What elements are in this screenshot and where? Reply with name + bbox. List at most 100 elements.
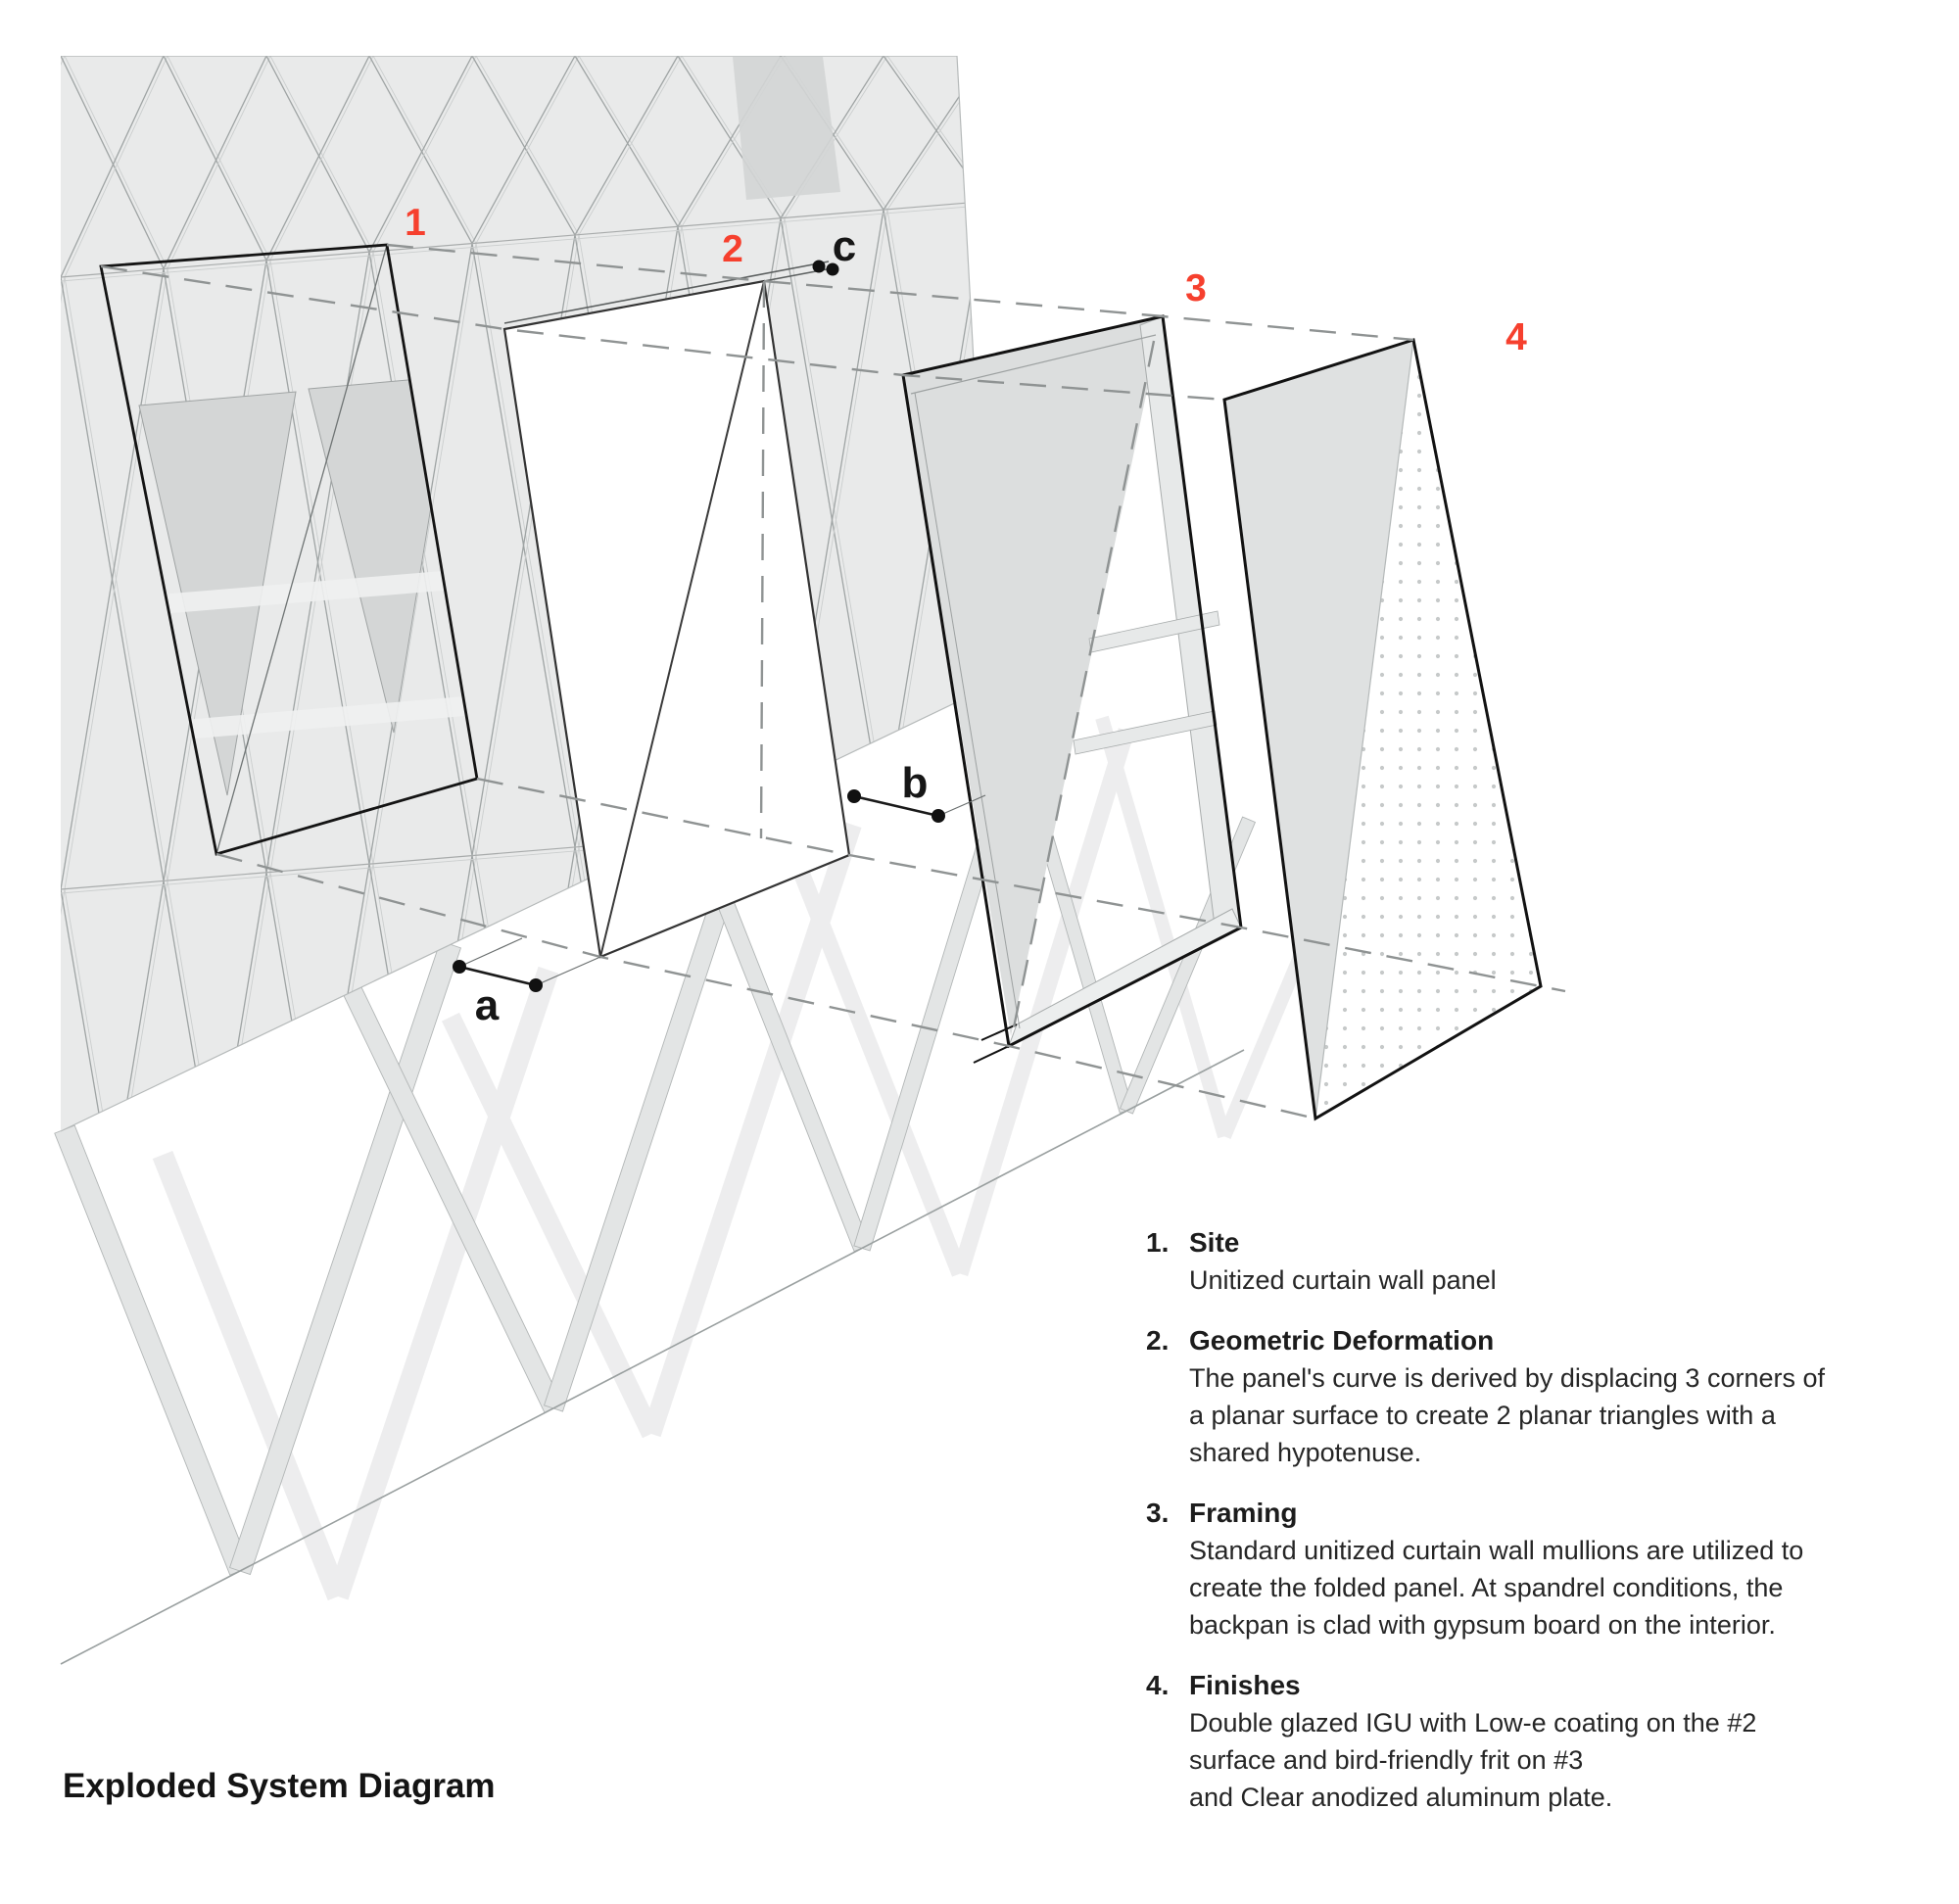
dim-label-c: c [833,222,856,270]
lattice-line [784,822,888,1131]
dim-point [932,809,945,823]
projection-line-top-left [100,264,1225,402]
truss-structure [54,690,1257,1576]
step-marker-1: 1 [405,202,426,244]
lattice-line [61,276,62,898]
lattice-line [61,888,165,1131]
legend-item-finishes: 4. Finishes Double glazed IGU with Low-e… [1146,1667,1832,1816]
truss-brace-leg [229,940,461,1576]
lattice-line [574,56,679,227]
c-dimension-upper-line [503,261,830,324]
projection-line-bottom-right [476,777,1566,993]
lattice-line [61,268,165,890]
panel-4-glass-face [1224,340,1413,1119]
lattice-line [163,56,267,262]
lattice-line [61,56,165,269]
lattice-line [372,56,477,253]
lattice-line [989,56,991,202]
lattice-line [578,56,683,227]
legend-item-site: 1. Site Unitized curtain wall panel [1146,1224,1832,1299]
dim-point [847,789,861,803]
lattice-line [1093,56,1196,184]
step-marker-3: 3 [1185,267,1207,309]
dim-point [453,960,466,974]
legend-item-body: The panel's curve is derived by displaci… [1189,1363,1825,1467]
dimension-b [847,789,986,823]
lattice-line [163,881,267,1131]
lattice-line [471,56,576,244]
step-marker-4: 4 [1505,316,1527,358]
panel-2-original-edge-dashed [759,280,766,839]
legend-item-number: 1. [1146,1227,1170,1258]
dim-point [812,260,826,273]
lattice-line [989,56,991,194]
legend-item-number: 4. [1146,1670,1170,1700]
lattice-line [64,888,168,1131]
lattice-line [163,56,267,269]
dim-label-b: b [902,759,929,807]
panel-3-corner-return [973,1023,1018,1064]
projection-lines [100,243,1566,1120]
truss-brace-leg [786,849,968,1277]
lattice-line [985,56,991,194]
legend-item-body: Double glazed IGU with Low-e coating on … [1189,1708,1757,1812]
lattice-line [61,56,66,286]
facade-dark-facet [733,57,840,200]
step-marker-2: 2 [722,228,743,270]
legend-item-number: 2. [1146,1325,1170,1356]
legend-item-body: Standard unitized curtain wall mullions … [1189,1536,1804,1640]
legend-item-title: Site [1189,1227,1240,1258]
ground-line [60,1049,1245,1665]
truss-brace-leg [54,1124,251,1576]
lattice-line [64,268,168,890]
lattice-line [475,56,580,244]
legend-item-geometric-deformation: 2. Geometric Deformation The panel's cur… [1146,1322,1832,1471]
lattice-line [368,56,473,253]
lattice-line [64,881,168,1131]
dim-point [529,978,543,992]
lattice-line [269,56,374,261]
lattice-line [61,56,62,286]
truss-shadow-layer [152,715,1354,1601]
lattice-line [780,830,884,1131]
lattice-line [61,56,165,278]
legend-item-title: Framing [1189,1498,1298,1528]
lattice-line [574,56,679,236]
truss-brace-leg [327,966,559,1600]
projection-line-top-right [386,243,1414,342]
lattice-line [372,56,477,244]
lattice-line [269,872,374,1131]
lattice-line [985,56,991,202]
lattice-line [61,276,66,898]
dim-label-a: a [475,981,500,1029]
lattice-line [269,864,374,1131]
lattice-line [163,872,267,1131]
lattice-line [64,56,168,278]
dimension-c [812,260,839,276]
lattice-line [578,56,683,236]
dim-point [826,262,839,276]
lattice-line [167,56,271,269]
legend-item-title: Geometric Deformation [1189,1325,1495,1356]
lattice-line [1089,56,1192,184]
legend-item-body: Unitized curtain wall panel [1189,1265,1497,1295]
lattice-line [368,864,473,1131]
projection-line-bottom-left [215,852,1316,1120]
lattice-line [269,56,374,253]
lattice-line [265,864,370,1131]
dimension-a [453,937,601,992]
legend-item-framing: 3. Framing Standard unitized curtain wal… [1146,1495,1832,1643]
legend: 1. Site Unitized curtain wall panel 2. G… [1146,1224,1832,1839]
lattice-line [61,888,62,1131]
truss-brace-leg [152,1151,349,1601]
legend-item-number: 3. [1146,1498,1170,1528]
lattice-line [167,872,271,1131]
lattice-line [61,888,66,1131]
panel-3-gray-face [903,316,1163,1036]
lattice-line [368,56,473,244]
lattice-line [372,864,477,1131]
truss-brace-leg [642,821,862,1438]
lattice-line [64,56,168,269]
lattice-line [61,204,991,282]
